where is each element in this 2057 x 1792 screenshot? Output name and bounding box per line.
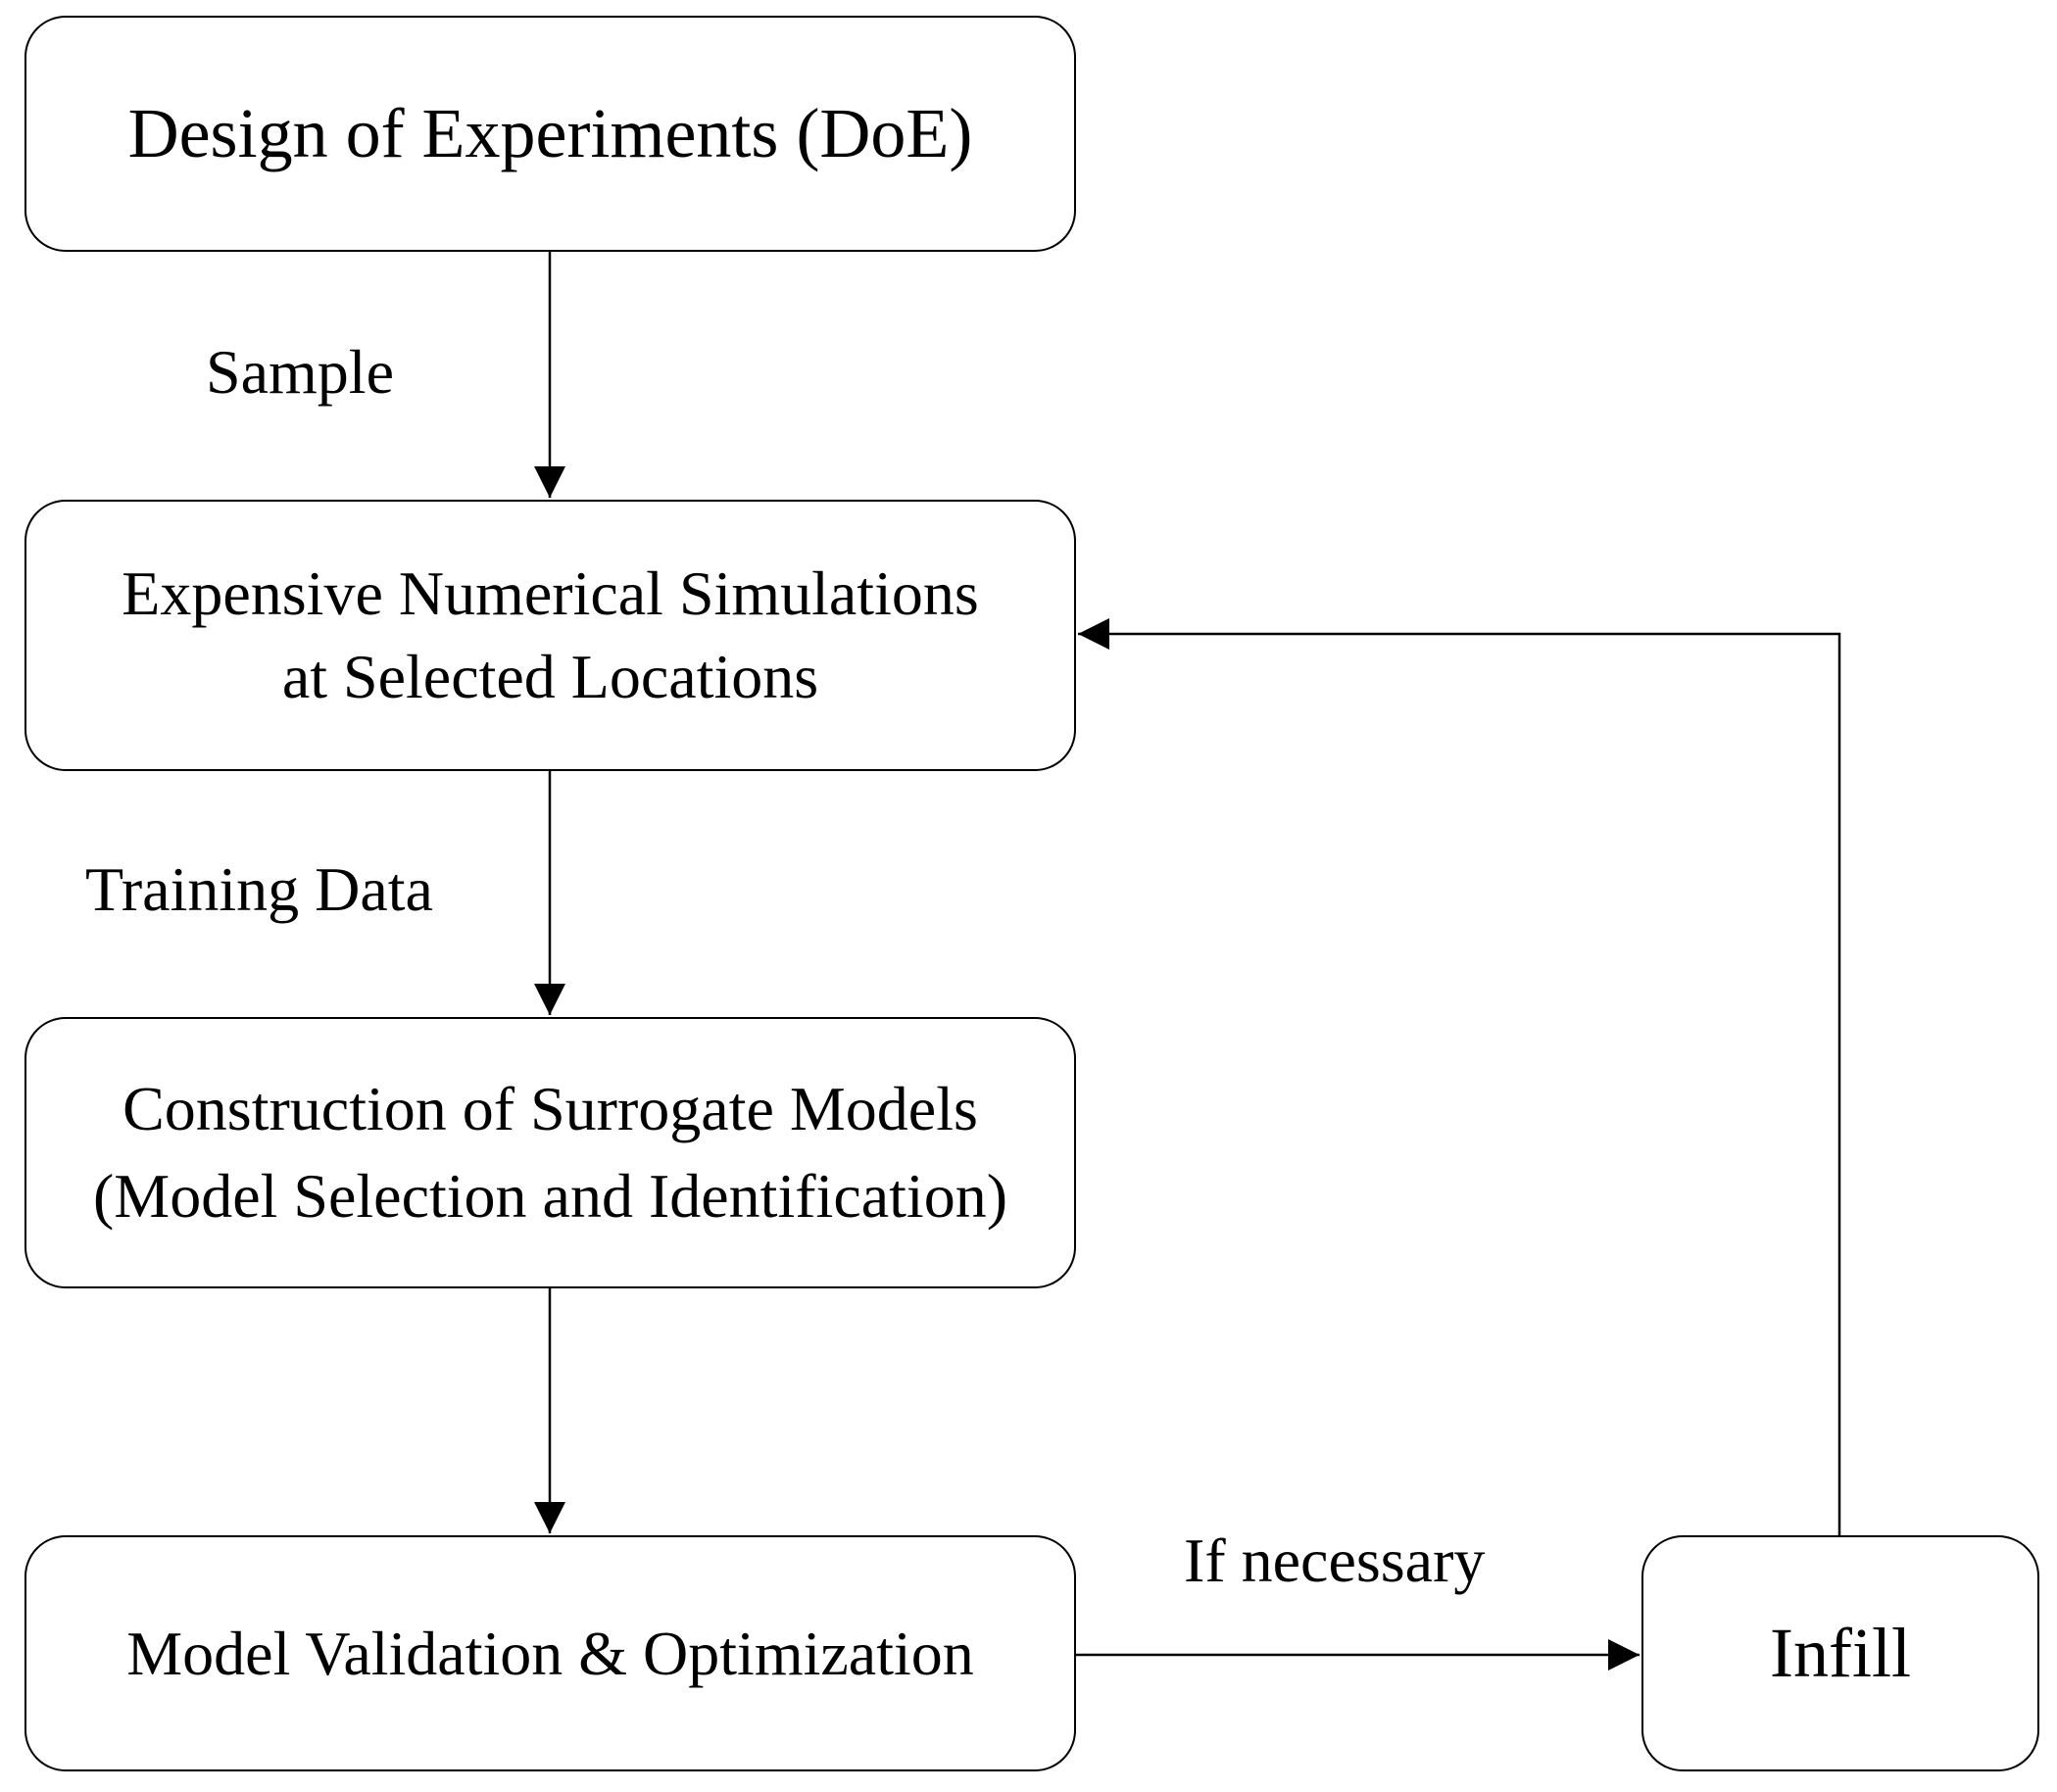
node-validation-label: Model Validation & Optimization xyxy=(126,1618,974,1688)
node-design-of-experiments: Design of Experiments (DoE) xyxy=(24,16,1076,252)
node-infill: Infill xyxy=(1641,1535,2039,1771)
node-simulations-label-line-2: at Selected Locations xyxy=(281,641,819,711)
node-construction-of-surrogate-models: Construction of Surrogate Models (Model … xyxy=(24,1017,1076,1288)
node-surrogate-label-line-2: (Model Selection and Identification) xyxy=(92,1160,1008,1231)
arrow-infill-to-simulations xyxy=(1078,618,1841,1535)
edge-label-sample: Sample xyxy=(206,337,394,407)
node-design-of-experiments-label: Design of Experiments (DoE) xyxy=(127,94,973,172)
node-model-validation-and-optimization: Model Validation & Optimization xyxy=(24,1535,1076,1771)
edge-label-if-necessary: If necessary xyxy=(1184,1526,1486,1595)
edge-label-training-data: Training Data xyxy=(85,854,433,924)
node-infill-label: Infill xyxy=(1770,1614,1911,1692)
node-expensive-numerical-simulations: Expensive Numerical Simulations at Selec… xyxy=(24,500,1076,771)
node-simulations-label-line-1: Expensive Numerical Simulations xyxy=(122,558,979,629)
node-surrogate-label-line-1: Construction of Surrogate Models xyxy=(122,1073,978,1143)
